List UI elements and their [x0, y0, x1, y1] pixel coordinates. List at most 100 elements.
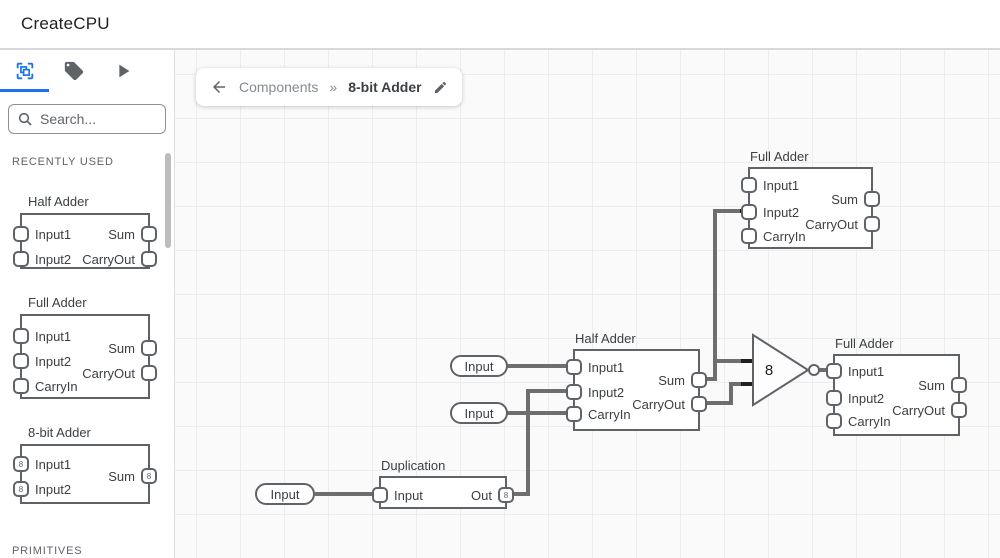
port-pin-input1[interactable]: [13, 328, 29, 344]
port-label: Input2: [763, 204, 800, 220]
port-label: Input1: [588, 359, 625, 375]
wire-layer: 8: [315, 209, 827, 496]
port-pin-input1[interactable]: [741, 177, 757, 193]
port-pin-carryout[interactable]: [691, 396, 707, 412]
port-pin-input1[interactable]: [826, 363, 842, 379]
app-header: CreateCPU: [0, 0, 1000, 50]
port-pin-sum[interactable]: [951, 377, 967, 393]
search-icon: [17, 111, 33, 127]
port-pin-input1[interactable]: 8: [13, 456, 29, 472]
port-pin-carryout[interactable]: [864, 216, 880, 232]
port-sum: Sum: [108, 340, 157, 356]
port-pin-carryin[interactable]: [13, 378, 29, 394]
not-gate-8bit[interactable]: 8: [752, 333, 820, 407]
port-pin-carryout[interactable]: [141, 251, 157, 267]
sidebar-scrollbar[interactable]: [165, 153, 171, 248]
port-carryout: CarryOut: [632, 396, 707, 412]
port-sum: Sum: [831, 191, 880, 207]
component-title: Half Adder: [28, 194, 89, 209]
port-sum: Sum: [108, 226, 157, 242]
port-label: CarryIn: [763, 228, 806, 244]
port-pin-carryin[interactable]: [741, 228, 757, 244]
port-pin-input2[interactable]: [13, 251, 29, 267]
port-pin-input2[interactable]: [13, 353, 29, 369]
port-carryin: CarryIn: [566, 406, 631, 422]
port-pin-input2[interactable]: [826, 390, 842, 406]
port-label: Input1: [848, 363, 885, 379]
port-input2: Input2: [13, 353, 71, 369]
component-title: Full Adder: [28, 295, 87, 310]
edit-name-button[interactable]: [433, 80, 448, 95]
wire[interactable]: [514, 389, 573, 496]
port-pin-carryin[interactable]: [826, 413, 842, 429]
wire[interactable]: [707, 382, 753, 405]
tab-tags[interactable]: [49, 50, 98, 92]
port-pin-carryin[interactable]: [566, 406, 582, 422]
input-pill[interactable]: Input: [450, 402, 508, 424]
port-sum: Sum: [658, 372, 707, 388]
port-pin-input2[interactable]: 8: [13, 481, 29, 497]
port-pin-carryout[interactable]: [141, 365, 157, 381]
port-label: CarryOut: [805, 216, 858, 232]
port-pin-sum[interactable]: [691, 372, 707, 388]
port-input2: Input2: [566, 384, 624, 400]
search-input[interactable]: [40, 111, 157, 127]
back-button[interactable]: [210, 78, 228, 96]
breadcrumb-parent[interactable]: Components: [239, 79, 319, 95]
port-input1: Input1: [566, 359, 624, 375]
port-pin-sum[interactable]: [141, 226, 157, 242]
port-carryin: CarryIn: [741, 228, 806, 244]
port-label: Input2: [35, 481, 72, 497]
port-pin-input2[interactable]: [741, 204, 757, 220]
port-pin-input[interactable]: [372, 487, 388, 503]
port-pin-sum[interactable]: 8: [141, 468, 157, 484]
port-pin-out[interactable]: 8: [498, 487, 514, 503]
port-pin-input1[interactable]: [566, 359, 582, 375]
port-input1: Input1: [13, 328, 71, 344]
port-label: Input1: [35, 226, 72, 242]
tab-components[interactable]: [0, 50, 49, 92]
port-label: CarryIn: [588, 406, 631, 422]
port-label: Input1: [35, 456, 72, 472]
port-input2: Input2: [826, 390, 884, 406]
input-pill[interactable]: Input: [450, 355, 508, 377]
port-carryout: CarryOut: [82, 251, 157, 267]
port-carryin: CarryIn: [826, 413, 891, 429]
port-carryout: CarryOut: [892, 402, 967, 418]
wire[interactable]: [707, 209, 748, 381]
app-title: CreateCPU: [21, 14, 110, 33]
port-label: CarryOut: [82, 251, 135, 267]
tab-simulate[interactable]: [98, 50, 147, 92]
port-label: CarryOut: [632, 396, 685, 412]
input-pill[interactable]: Input: [255, 483, 315, 505]
breadcrumb: Components » 8-bit Adder: [196, 68, 462, 106]
port-input1: 8 Input1: [13, 456, 71, 472]
port-label: Input2: [588, 384, 625, 400]
port-pin-sum[interactable]: [864, 191, 880, 207]
gate-triangle[interactable]: [752, 333, 810, 407]
component-title: Full Adder: [835, 336, 894, 351]
port-pin-input1[interactable]: [13, 226, 29, 242]
port-label: Sum: [108, 226, 135, 242]
port-sum: Sum: [918, 377, 967, 393]
port-label: Sum: [108, 340, 135, 356]
port-pin-input2[interactable]: [566, 384, 582, 400]
port-pin-sum[interactable]: [141, 340, 157, 356]
port-pin-carryout[interactable]: [951, 402, 967, 418]
